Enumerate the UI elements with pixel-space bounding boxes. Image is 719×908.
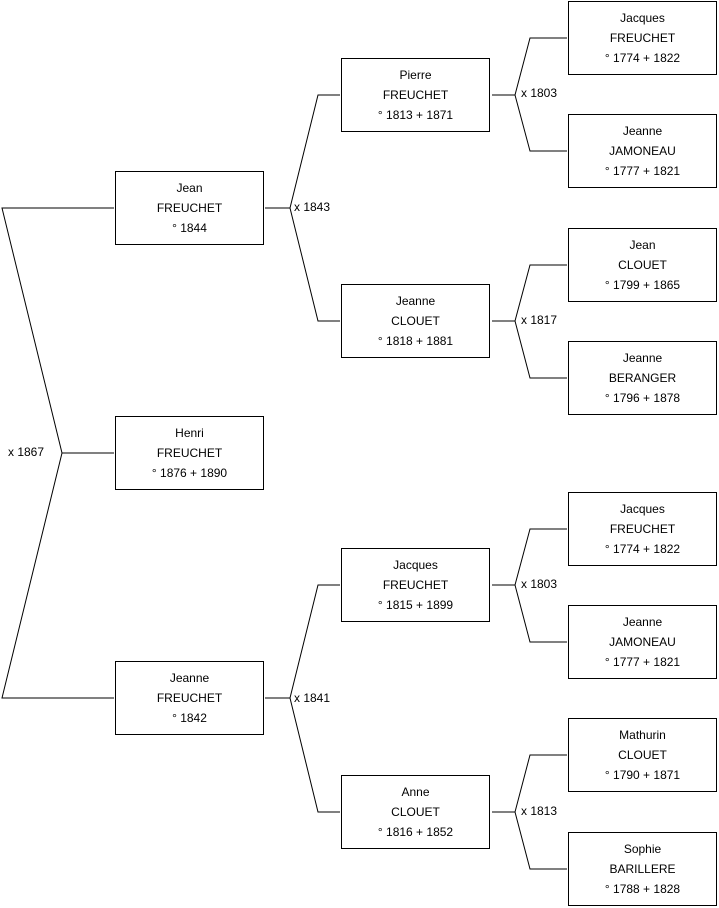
marriage-label-freuchet-jamoneau-2: x 1803 (521, 577, 558, 591)
person-box-paternal-grandfather[interactable]: Pierre FREUCHET ° 1813 + 1871 (341, 58, 490, 132)
person-box-father[interactable]: Jean FREUCHET ° 1844 (115, 171, 264, 245)
person-dates: ° 1788 + 1828 (604, 882, 681, 896)
person-box-root[interactable]: Henri FREUCHET ° 1876 + 1890 (115, 416, 264, 490)
connector-jeanne-clouet-mother (514, 320, 567, 379)
person-last-name: BERANGER (608, 371, 677, 385)
person-dates: ° 1790 + 1871 (604, 768, 681, 782)
person-box-great-grandparent[interactable]: Jeanne JAMONEAU ° 1777 + 1821 (568, 114, 717, 188)
person-dates: ° 1818 + 1881 (377, 334, 454, 348)
connector-anne-father (514, 754, 567, 813)
marriage-label-parents: x 1867 (8, 445, 45, 459)
person-dates: ° 1799 + 1865 (604, 278, 681, 292)
connector-root-father (1, 207, 114, 454)
person-first-name: Jean (629, 238, 656, 252)
person-box-great-grandparent[interactable]: Mathurin CLOUET ° 1790 + 1871 (568, 718, 717, 792)
person-box-great-grandparent[interactable]: Jacques FREUCHET ° 1774 + 1822 (568, 1, 717, 75)
person-first-name: Jeanne (622, 615, 663, 629)
person-first-name: Jean (176, 181, 203, 195)
person-first-name: Anne (401, 785, 430, 799)
person-dates: ° 1844 (172, 221, 207, 235)
person-box-great-grandparent[interactable]: Jeanne BERANGER ° 1796 + 1878 (568, 341, 717, 415)
person-box-great-grandparent[interactable]: Jeanne JAMONEAU ° 1777 + 1821 (568, 605, 717, 679)
person-first-name: Jeanne (169, 671, 210, 685)
person-first-name: Jeanne (622, 351, 663, 365)
person-last-name: BARILLERE (609, 862, 676, 876)
connector-jean-father (289, 94, 340, 209)
person-last-name: FREUCHET (609, 522, 676, 536)
marriage-label-maternal-grandparents: x 1841 (294, 691, 331, 705)
person-box-maternal-grandfather[interactable]: Jacques FREUCHET ° 1815 + 1899 (341, 548, 490, 622)
connector-jeanne-mother (289, 697, 340, 813)
person-last-name: FREUCHET (382, 578, 449, 592)
connector-jeanne-clouet-father (514, 264, 567, 322)
person-first-name: Pierre (399, 68, 432, 82)
person-first-name: Jacques (620, 502, 665, 516)
person-last-name: JAMONEAU (609, 635, 676, 649)
person-last-name: CLOUET (618, 748, 667, 762)
marriage-label-clouet-barillere: x 1813 (521, 804, 558, 818)
person-first-name: Jacques (393, 558, 438, 572)
connector-pierre-father (514, 37, 567, 96)
person-dates: ° 1816 + 1852 (377, 825, 454, 839)
person-last-name: FREUCHET (156, 691, 223, 705)
person-dates: ° 1777 + 1821 (604, 164, 681, 178)
marriage-label-clouet-beranger: x 1817 (521, 313, 558, 327)
person-first-name: Jeanne (622, 124, 663, 138)
person-last-name: CLOUET (391, 314, 440, 328)
connector-pierre-mother (514, 94, 567, 152)
person-last-name: FREUCHET (609, 31, 676, 45)
connector-anne-mother (514, 811, 567, 870)
person-dates: ° 1774 + 1822 (604, 542, 681, 556)
connector-root-mother (1, 452, 114, 699)
marriage-label-freuchet-jamoneau: x 1803 (521, 86, 558, 100)
connector-jacques-father (514, 528, 567, 586)
person-box-mother[interactable]: Jeanne FREUCHET ° 1842 (115, 661, 264, 735)
person-last-name: FREUCHET (382, 88, 449, 102)
person-dates: ° 1815 + 1899 (377, 598, 454, 612)
person-last-name: CLOUET (618, 258, 667, 272)
connector-jean-mother (289, 207, 340, 322)
connector-jacques-mother (514, 584, 567, 643)
person-first-name: Mathurin (619, 728, 666, 742)
person-box-paternal-grandmother[interactable]: Jeanne CLOUET ° 1818 + 1881 (341, 284, 490, 358)
person-box-great-grandparent[interactable]: Jacques FREUCHET ° 1774 + 1822 (568, 492, 717, 566)
connector-jeanne-father (289, 584, 340, 699)
person-dates: ° 1774 + 1822 (604, 51, 681, 65)
person-dates: ° 1796 + 1878 (604, 391, 681, 405)
person-first-name: Sophie (623, 842, 662, 856)
person-box-maternal-grandmother[interactable]: Anne CLOUET ° 1816 + 1852 (341, 775, 490, 849)
person-dates: ° 1876 + 1890 (151, 466, 228, 480)
person-first-name: Jacques (620, 11, 665, 25)
person-dates: ° 1777 + 1821 (604, 655, 681, 669)
marriage-label-paternal-grandparents: x 1843 (294, 200, 331, 214)
person-first-name: Jeanne (395, 294, 436, 308)
person-box-great-grandparent[interactable]: Jean CLOUET ° 1799 + 1865 (568, 228, 717, 302)
person-last-name: FREUCHET (156, 201, 223, 215)
person-dates: ° 1842 (172, 711, 207, 725)
person-first-name: Henri (175, 426, 204, 440)
person-last-name: CLOUET (391, 805, 440, 819)
person-dates: ° 1813 + 1871 (377, 108, 454, 122)
person-last-name: FREUCHET (156, 446, 223, 460)
person-box-great-grandparent[interactable]: Sophie BARILLERE ° 1788 + 1828 (568, 832, 717, 906)
person-last-name: JAMONEAU (609, 144, 676, 158)
